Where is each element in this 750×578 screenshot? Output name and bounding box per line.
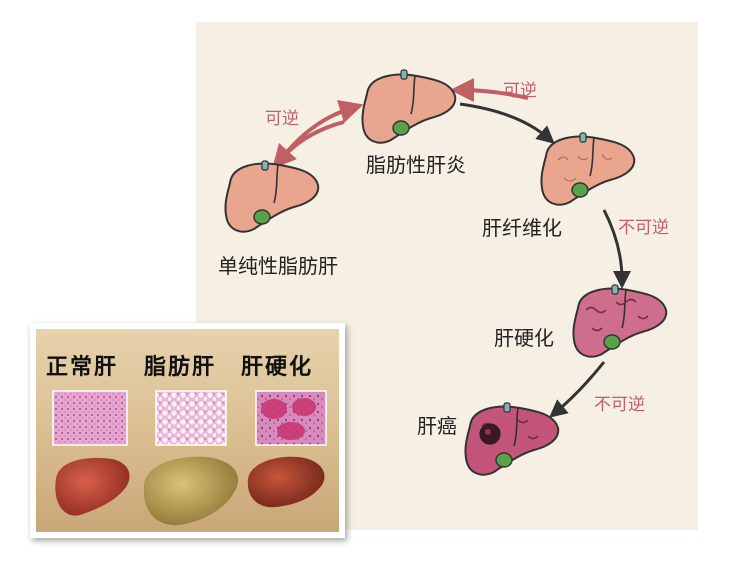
histology-fatty [155, 390, 227, 446]
photo-liver-cirrhosis [247, 456, 325, 508]
photo-liver-fatty [143, 456, 239, 526]
histology-normal [52, 390, 128, 446]
label-irreversible-lower: 不可逆 [594, 395, 645, 415]
label-simple-fatty-liver: 单纯性脂肪肝 [218, 254, 338, 278]
label-irreversible-upper: 不可逆 [618, 218, 669, 238]
inset-graphics [52, 390, 327, 526]
label-steatohepatitis: 脂肪性肝炎 [366, 153, 466, 177]
liver-cirrhosis-icon [572, 284, 668, 358]
histology-cirrhosis [255, 390, 327, 446]
label-reversible-left: 可逆 [265, 109, 299, 129]
arrow-cirrhosis-to-cancer [549, 361, 606, 418]
comparison-inset: 正常肝 脂肪肝 肝硬化 [30, 323, 345, 538]
label-cancer: 肝癌 [417, 414, 457, 438]
label-fibrosis: 肝纤维化 [482, 216, 562, 240]
arrow-fibrosis-to-cirrhosis [602, 209, 631, 289]
arrow-hepatitis-to-steatosis [272, 120, 345, 169]
arrow-hepatitis-to-fibrosis [459, 102, 555, 144]
liver-fibrosis-icon [540, 132, 636, 206]
liver-cancer-icon [464, 402, 560, 476]
label-cirrhosis: 肝硬化 [494, 326, 554, 350]
arrow-fibrosis-to-hepatitis [450, 78, 529, 103]
liver-simple-fatty-icon [224, 160, 320, 233]
liver-steatohepatitis-icon [361, 69, 457, 144]
inset-background: 正常肝 脂肪肝 肝硬化 [36, 329, 339, 532]
inset-title-fatty: 脂肪肝 [144, 355, 217, 380]
photo-liver-normal [55, 457, 130, 516]
label-reversible-right: 可逆 [503, 81, 537, 101]
inset-title-cirrhosis: 肝硬化 [241, 355, 314, 380]
inset-title-normal: 正常肝 [46, 355, 119, 380]
